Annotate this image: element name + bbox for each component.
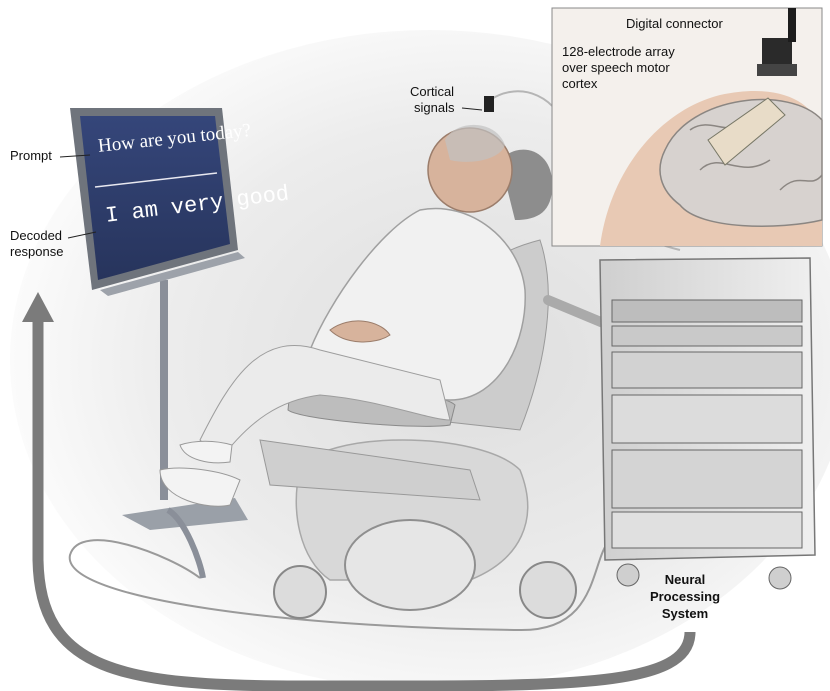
processing-rack [600, 258, 815, 589]
neural-processing-label-line1: Neural [640, 572, 730, 588]
cortical-signals-label-line2: signals [414, 100, 454, 116]
decoded-response-label-line1: Decoded [10, 228, 62, 244]
digital-connector-label: Digital connector [626, 16, 723, 32]
prompt-label: Prompt [10, 148, 52, 164]
electrode-array-label-line3: cortex [562, 76, 597, 92]
neural-processing-label-line3: System [640, 606, 730, 622]
electrode-array-label-line1: 128-electrode array [562, 44, 675, 60]
electrode-array-label-line2: over speech motor [562, 60, 670, 76]
neural-processing-label-line2: Processing [640, 589, 730, 605]
cortical-signals-label-line1: Cortical [410, 84, 454, 100]
decoded-response-label-line2: response [10, 244, 63, 260]
